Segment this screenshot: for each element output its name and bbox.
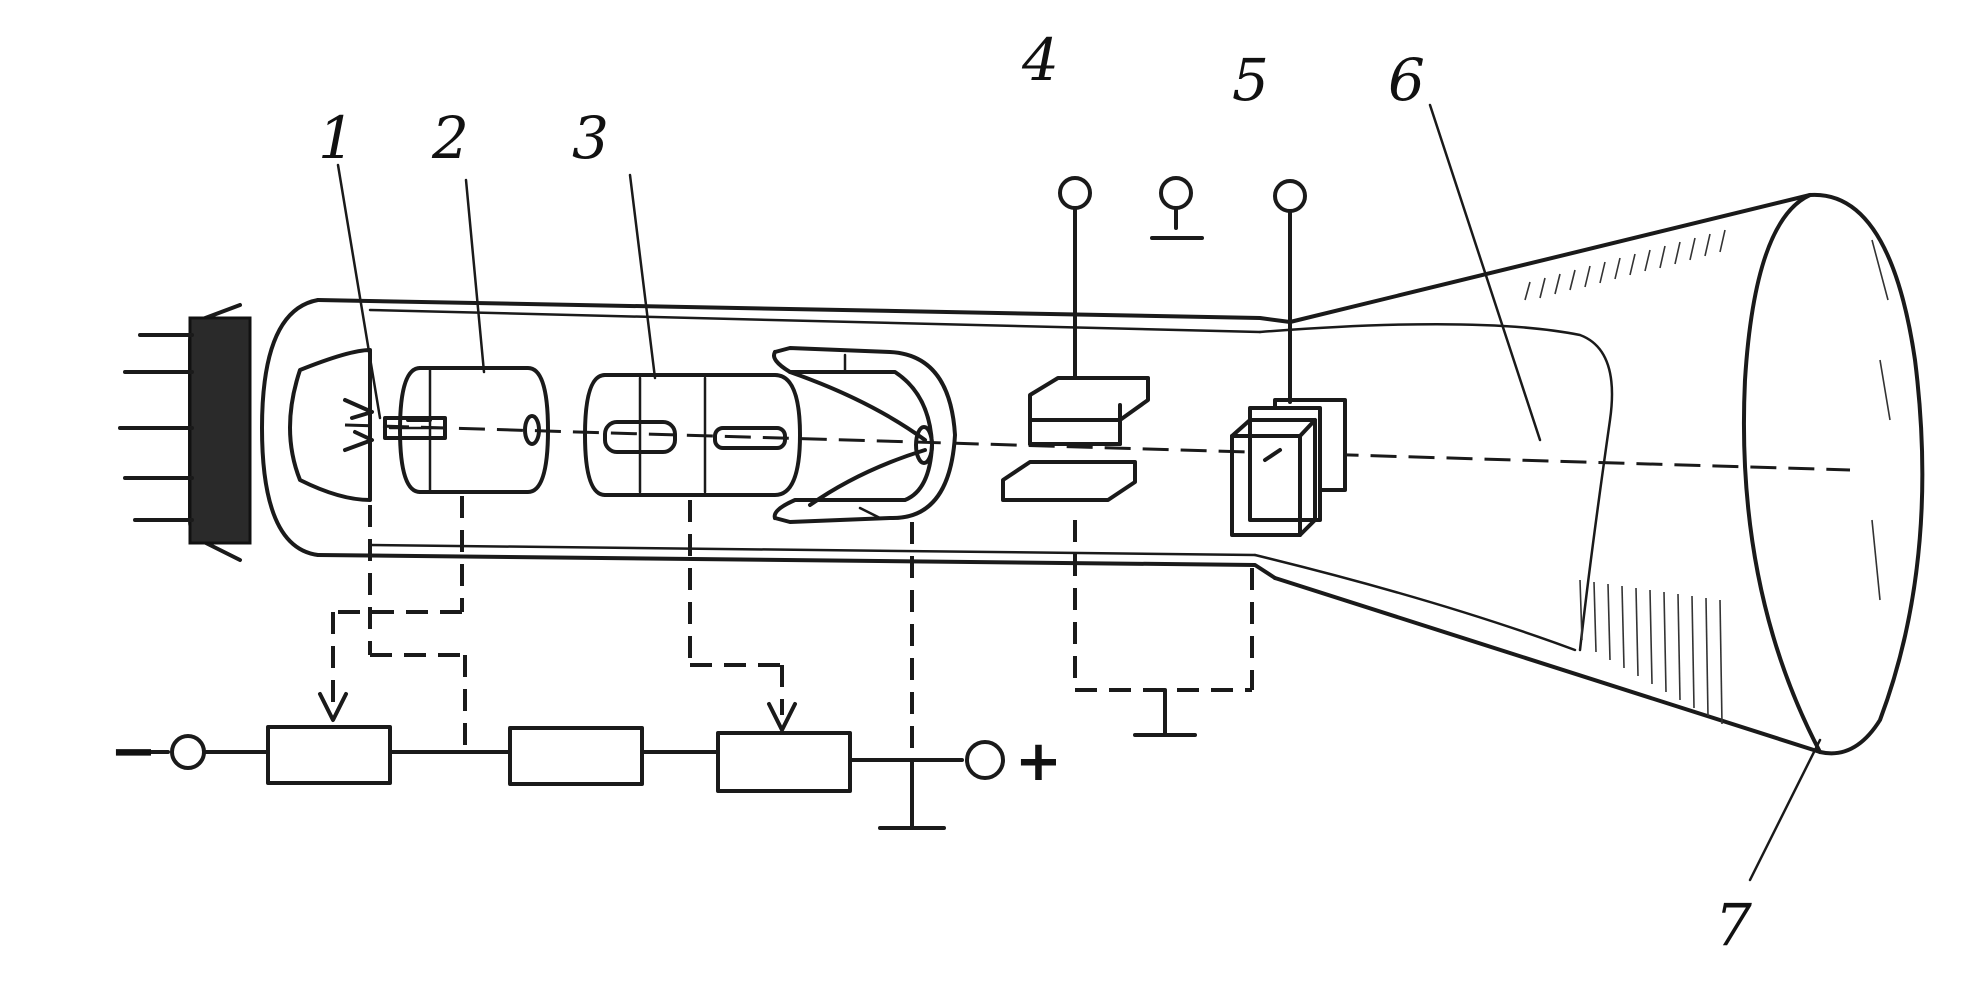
resistor-3 bbox=[716, 731, 852, 793]
resistor-2 bbox=[508, 726, 644, 786]
positive-terminal bbox=[965, 740, 1005, 780]
first-anode bbox=[583, 373, 802, 497]
electron-beam-axis bbox=[344, 423, 1851, 472]
label-2: 2 bbox=[431, 104, 469, 172]
label-1: 1 bbox=[318, 104, 355, 172]
plate-dashed-leads bbox=[1073, 520, 1254, 737]
negative-terminal bbox=[170, 734, 206, 770]
screen-hatching bbox=[1524, 229, 1891, 725]
leader-lines bbox=[336, 103, 1822, 882]
label-3: 3 bbox=[572, 104, 609, 172]
resistor-1 bbox=[266, 725, 392, 785]
label-7: 7 bbox=[1715, 891, 1752, 959]
label-6: 6 bbox=[1388, 46, 1425, 114]
label-5: 5 bbox=[1232, 46, 1269, 114]
vertical-deflection-plates bbox=[1001, 376, 1150, 502]
negative-sign: − bbox=[110, 719, 157, 784]
cathode-heater bbox=[288, 348, 447, 502]
horizontal-deflection-plates bbox=[1230, 398, 1347, 537]
label-4: 4 bbox=[1021, 26, 1059, 94]
power-circuit bbox=[120, 725, 1005, 830]
plate-terminals bbox=[1058, 176, 1307, 404]
positive-sign: + bbox=[1015, 729, 1062, 794]
tube-envelope bbox=[118, 192, 1925, 756]
second-anode bbox=[772, 346, 957, 524]
base-pins bbox=[118, 333, 194, 522]
electrode-dashed-leads bbox=[318, 496, 914, 752]
control-grid bbox=[398, 366, 550, 494]
